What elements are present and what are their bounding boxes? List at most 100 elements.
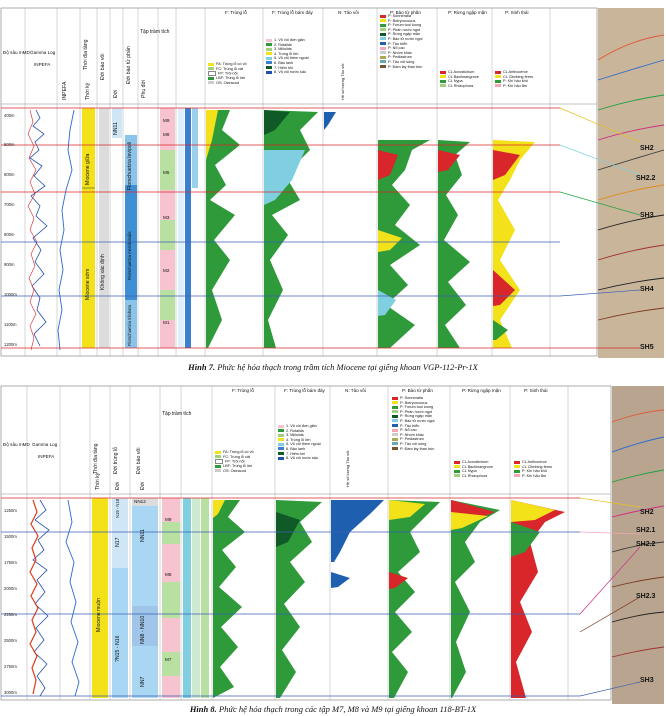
figure-8-caption: Hình 8. Phức hệ hóa thạch trong các tập … xyxy=(189,704,477,714)
depth-tick: 700m xyxy=(4,202,15,207)
sequence-m8: M8 xyxy=(165,572,172,577)
zone-khong-xac-dinh: Không xác định xyxy=(100,254,106,290)
col-doi-bao-voi: Đới bào vôi xyxy=(136,447,142,474)
seismic-label-sh2-2: SH2.2 xyxy=(636,175,656,182)
seismic-label-sh5: SH5 xyxy=(640,344,654,351)
panel-bao-tu-phan: P: Bào tử phấn xyxy=(390,10,421,15)
depth-tick: 1250m xyxy=(4,508,17,513)
depth-tick: 800m xyxy=(4,232,15,237)
col-doi-bao-voi: Đới bào vôi xyxy=(100,53,106,80)
figure-7-caption: Hình 7. Phức hệ hóa thạch trong trầm tíc… xyxy=(188,362,478,372)
col-thoi-ky: Thời kỳ xyxy=(95,472,101,490)
epoch-middle-label: Miocene giữa xyxy=(85,153,91,185)
col-doi: Đới xyxy=(113,89,119,98)
col-doi-2: Đới xyxy=(140,481,146,490)
panel-rung-ngap-man: P: Rừng ngập mặn xyxy=(448,10,487,15)
col-inpefa: INPEFA xyxy=(62,81,68,100)
col-thoi-dia-tang: Thời địa tầng xyxy=(83,39,89,70)
depth-tick: 900m xyxy=(4,262,15,267)
depth-tick: 3000m xyxy=(4,690,17,695)
seismic-label-sh3: SH3 xyxy=(640,212,654,219)
col-doi-trung-lo: Đới trùng lỗ xyxy=(113,446,119,474)
depth-header: Độ sâu mMD xyxy=(3,442,30,447)
col-phu-doi: Phụ đới xyxy=(141,79,147,98)
epoch-middle-bar xyxy=(82,108,95,188)
legend-sinh-thai: CL Anthocerce CL Climbing ferns P: Khí h… xyxy=(514,460,552,478)
col-tap-tram-tich: Tập trầm tích xyxy=(162,411,192,417)
sequence-m8: M8 xyxy=(163,132,170,137)
seismic-label-sh4: SH4 xyxy=(640,286,654,293)
seismic-label-sh2: SH2 xyxy=(640,509,654,516)
pollen-zone-levipoli: Florschuetzia levipoli xyxy=(127,141,133,190)
seismic-label-sh3: SH3 xyxy=(640,677,654,684)
panel-trung-lo: F: Trùng lỗ xyxy=(225,10,247,15)
zone-n15-n16: ?N15 - N16 xyxy=(115,635,121,662)
zone-nn8-nn10: NN8 - NN10 xyxy=(140,615,146,644)
panel-tao-voi: N: Tảo vôi xyxy=(345,388,366,393)
epoch-early-bar xyxy=(82,188,95,348)
seismic-section xyxy=(598,8,664,358)
panel-trung-lo-bam-day: F: Trùng lỗ bám đáy xyxy=(284,388,325,393)
depth-tick: 400m xyxy=(4,113,15,118)
figure-7: Độ sâu mMD Gamma Log INPEFA INPEFA Thời … xyxy=(0,7,665,372)
legend-rung: CL Acrostichum CL Baclimangrove CL Nypa … xyxy=(440,70,479,88)
panel-trung-lo: F: Trùng lỗ xyxy=(232,388,254,393)
depth-tick: 1000m xyxy=(4,292,17,297)
panel-rung-ngap-man: P: Rừng ngập mặn xyxy=(462,388,501,393)
sequence-m9: M9 xyxy=(165,517,172,522)
depth-tick: 1500m xyxy=(4,534,17,539)
inpefa-curve xyxy=(57,109,75,351)
legend-bam-day: 1. Vỏ vôi đơn giản 2. Rotalids 3. Miliol… xyxy=(278,424,321,461)
col-doi-bao-phan: Đới bào tử phấn xyxy=(126,46,132,84)
panel-sinh-thai: P: Sinh thái xyxy=(524,388,548,393)
figure-8: Độ sâu mMD Gamma Log INPEFA Thời địa tần… xyxy=(0,382,666,716)
zone-nn12: NN12 xyxy=(134,499,146,504)
zone-n17: N17 xyxy=(115,537,121,547)
depth-tick: 2000m xyxy=(4,586,17,591)
pollen-zone-meridionalis: Florschuetzia meridionalis xyxy=(127,231,132,280)
depth-tick: 2750m xyxy=(4,664,17,669)
gamma-log-header: Gamma Log xyxy=(30,50,56,55)
col-thoi-dia-tang: Thời địa tầng xyxy=(93,443,99,474)
figure-7-graphic xyxy=(0,7,665,358)
seismic-label-sh2-3: SH2.3 xyxy=(636,593,656,600)
depth-tick: 2250m xyxy=(4,612,17,617)
depth-tick: 2500m xyxy=(4,638,17,643)
depth-tick: 1200m xyxy=(4,342,17,347)
sequence-m2: M2 xyxy=(163,268,170,273)
legend-trung-lo: FA: Trùng lỗ có vỏ FC: Trùng lỗ cát FP: … xyxy=(208,62,247,85)
sequence-m1: M1 xyxy=(163,320,170,325)
zone-nn11: NN11 xyxy=(113,122,119,135)
zone-n19-n18: N19 - N18 xyxy=(115,498,120,518)
inpefa-header: INPEFA xyxy=(38,454,55,459)
seismic-label-sh2-1: SH2.1 xyxy=(636,527,656,534)
legend-trung-lo: FA: Trùng lỗ có vỏ FC: Trùng lỗ cát FP: … xyxy=(215,450,254,473)
tao-voi-note: Hệ số lượng Tảo vôi xyxy=(345,450,350,487)
legend-bam-day: 1. Vỏ vôi đơn giản 2. Rotalids 3. Miliol… xyxy=(266,38,309,75)
depth-tick: 1100m xyxy=(4,322,17,327)
panel-sinh-thai: P: Sinh thái xyxy=(505,10,529,15)
col-tap-tram-tich: Tập trầm tích xyxy=(140,29,170,35)
epoch-late-label: Miocene muộn xyxy=(96,597,102,632)
zone-nn7: NN7 xyxy=(140,676,146,687)
figure-8-graphic xyxy=(0,385,665,704)
gamma-log-red xyxy=(27,109,38,351)
gamma-log-header: Gamma Log xyxy=(32,442,58,447)
sequence-m3: M3 xyxy=(163,215,170,220)
depth-header: Độ sâu mMD xyxy=(3,50,30,55)
panel-trung-lo-bam-day: F: Trùng lỗ bám đáy xyxy=(272,10,313,15)
epoch-early-label: Miocene sớm xyxy=(85,268,91,300)
panel-tao-voi: N: Tảo vôi xyxy=(338,10,359,15)
legend-bao-tu: P: Sonneratia P: Botryococcus P: Forum t… xyxy=(392,396,435,451)
seismic-label-sh2: SH2 xyxy=(640,145,654,152)
sequence-m7: M7 xyxy=(165,657,172,662)
legend-sinh-thai: CL Anthocerce CL Climbing ferns P: Khí h… xyxy=(495,70,533,88)
legend-rung: CL Acrostichum CL Baclimangrove CL Nypa … xyxy=(454,460,493,478)
sequence-m9: M9 xyxy=(163,118,170,123)
legend-bao-tu: P: Sonneratia P: Botryococcus P: Forum t… xyxy=(380,14,423,69)
depth-tick: 1750m xyxy=(4,560,17,565)
zone-nn11: NN11 xyxy=(140,529,146,542)
panel-bao-tu-phan: P: Bào tử phấn xyxy=(402,388,433,393)
inpefa-header: INPEFA xyxy=(34,62,51,67)
sequence-m5: M5 xyxy=(163,170,170,175)
